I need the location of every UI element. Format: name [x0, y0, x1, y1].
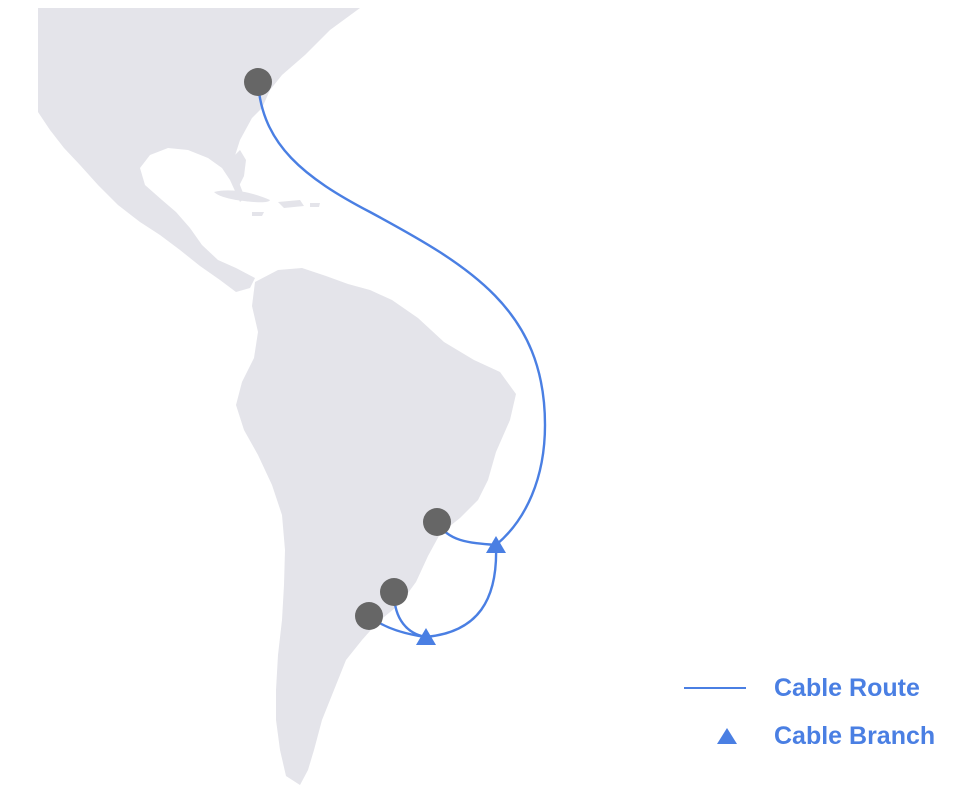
landing-point-marker	[423, 508, 451, 536]
puerto-rico-land	[310, 203, 320, 207]
cable-branch-points	[416, 536, 506, 645]
legend-label-cable-branch: Cable Branch	[774, 721, 936, 750]
branch-link-route	[424, 543, 498, 639]
line-icon	[680, 673, 748, 703]
triangle-icon	[680, 721, 748, 751]
landing-point-marker	[380, 578, 408, 606]
landing-point-marker	[244, 68, 272, 96]
jamaica-land	[252, 212, 264, 216]
trunk-route	[256, 80, 547, 547]
south-america-land	[236, 268, 516, 785]
florida-land	[232, 150, 246, 188]
legend-item-cable-route: Cable Route	[680, 664, 970, 712]
cuba-land	[214, 190, 270, 203]
landmass	[38, 8, 516, 785]
north-america-land	[38, 8, 360, 292]
landing-points	[244, 68, 451, 630]
branch-triangle-icon	[416, 628, 436, 645]
branch-triangle-icon	[486, 536, 506, 553]
legend-label-cable-route: Cable Route	[774, 673, 920, 702]
legend-item-cable-branch: Cable Branch	[680, 712, 970, 760]
hispaniola-land	[278, 200, 304, 208]
legend: Cable Route Cable Branch	[680, 664, 970, 760]
landing-point-marker	[355, 602, 383, 630]
